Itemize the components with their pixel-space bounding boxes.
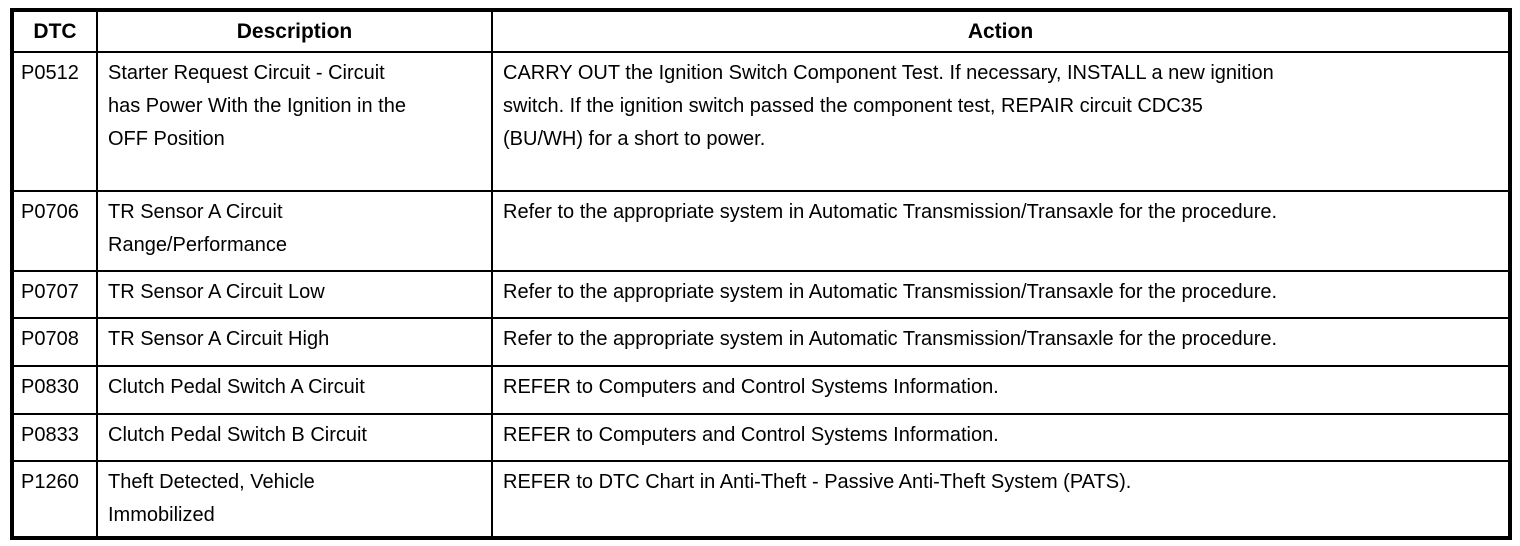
dtc-code-cell: P1260 (11, 460, 98, 539)
dtc-code-cell: P0512 (11, 51, 98, 192)
table-header: DTC Description Action (11, 9, 1511, 53)
table-row: P0830 Clutch Pedal Switch A Circuit REFE… (11, 365, 1511, 415)
dtc-code-cell: P0707 (11, 270, 98, 319)
table-row: P0833 Clutch Pedal Switch B Circuit REFE… (11, 413, 1511, 462)
description-cell: Theft Detected, Vehicle Immobilized (96, 460, 493, 539)
dtc-code-cell: P0830 (11, 365, 98, 415)
table-row: P0708 TR Sensor A Circuit High Refer to … (11, 317, 1511, 367)
description-cell: Starter Request Circuit - Circuit has Po… (96, 51, 493, 192)
action-cell: REFER to Computers and Control Systems I… (491, 413, 1511, 462)
table-row: P0707 TR Sensor A Circuit Low Refer to t… (11, 270, 1511, 319)
dtc-code-cell: P0708 (11, 317, 98, 367)
action-cell: Refer to the appropriate system in Autom… (491, 270, 1511, 319)
description-cell: TR Sensor A Circuit Low (96, 270, 493, 319)
column-header-description: Description (96, 9, 493, 53)
action-cell: REFER to Computers and Control Systems I… (491, 365, 1511, 415)
table-row: P0706 TR Sensor A Circuit Range/Performa… (11, 190, 1511, 272)
dtc-code-cell: P0833 (11, 413, 98, 462)
description-cell: Clutch Pedal Switch A Circuit (96, 365, 493, 415)
dtc-chart-table: DTC Description Action P0512 Starter Req… (10, 8, 1512, 540)
dtc-code-cell: P0706 (11, 190, 98, 272)
table-row: P0512 Starter Request Circuit - Circuit … (11, 51, 1511, 192)
description-cell: Clutch Pedal Switch B Circuit (96, 413, 493, 462)
table-body: P0512 Starter Request Circuit - Circuit … (11, 51, 1511, 539)
action-cell: CARRY OUT the Ignition Switch Component … (491, 51, 1511, 192)
description-cell: TR Sensor A Circuit Range/Performance (96, 190, 493, 272)
action-cell: Refer to the appropriate system in Autom… (491, 190, 1511, 272)
column-header-action: Action (491, 9, 1511, 53)
column-header-dtc: DTC (11, 9, 98, 53)
action-cell: Refer to the appropriate system in Autom… (491, 317, 1511, 367)
header-row: DTC Description Action (11, 9, 1511, 53)
action-cell: REFER to DTC Chart in Anti-Theft - Passi… (491, 460, 1511, 539)
table-row: P1260 Theft Detected, Vehicle Immobilize… (11, 460, 1511, 539)
description-cell: TR Sensor A Circuit High (96, 317, 493, 367)
